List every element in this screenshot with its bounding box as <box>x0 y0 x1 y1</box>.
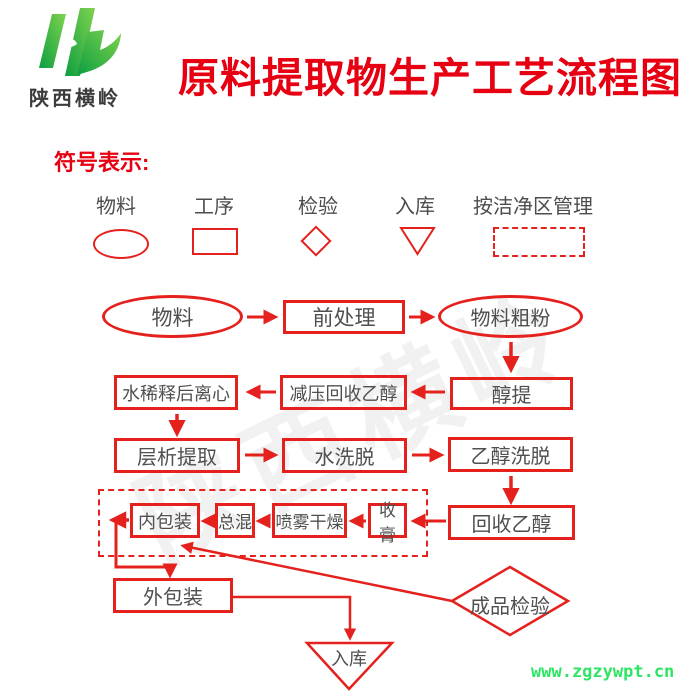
node-waibaozhuang: 外包装 <box>113 578 233 613</box>
clean-area-boundary <box>98 489 428 557</box>
node-jianya: 减压回收乙醇 <box>280 375 407 410</box>
edge-waibao-ruku <box>233 595 357 641</box>
node-cengxi: 层析提取 <box>114 438 240 473</box>
node-huishou: 回收乙醇 <box>448 505 575 540</box>
page-title: 原料提取物生产工艺流程图 <box>178 55 682 101</box>
node-chengpin-label: 成品检验 <box>470 596 550 618</box>
node-shuixituo: 水洗脱 <box>282 438 407 473</box>
legend-ellipse-icon <box>93 229 149 259</box>
legend-triangle-icon <box>399 227 436 256</box>
edge-exit-waibao <box>114 520 178 579</box>
node-wuliao: 物料 <box>102 295 243 338</box>
node-qianchuli: 前处理 <box>283 300 405 334</box>
node-penwu: 喷雾干燥 <box>272 503 347 538</box>
node-ruku-label: 入库 <box>331 649 367 669</box>
legend-label-clean-area: 按洁净区管理 <box>473 196 593 218</box>
legend-rect-icon <box>192 228 238 255</box>
legend-label-material: 物料 <box>96 196 136 218</box>
node-ruku-triangle <box>304 641 395 691</box>
node-chengpin-diamond <box>449 565 571 637</box>
node-wuliaocufen: 物料粗粉 <box>438 295 583 338</box>
company-logo-icon <box>25 6 125 86</box>
legend-dashed-rect-icon <box>493 227 585 257</box>
node-zonghun: 总混 <box>215 503 255 538</box>
legend-label-process: 工序 <box>194 196 234 218</box>
company-name: 陕西横岭 <box>29 88 121 110</box>
node-shougao: 收膏 <box>368 501 407 545</box>
edge-chengpin-neibao <box>180 541 453 603</box>
legend-label-inspection: 检验 <box>298 196 338 218</box>
node-shuixishi: 水稀释后离心 <box>114 375 238 410</box>
node-chunti: 醇提 <box>450 377 573 410</box>
node-neibaozhuang: 内包装 <box>130 503 200 538</box>
site-watermark: www.zgzywpt.cn <box>531 662 675 682</box>
legend-heading: 符号表示: <box>54 150 150 175</box>
node-yichunxituo: 乙醇洗脱 <box>448 437 573 472</box>
legend-label-storage: 入库 <box>395 196 435 218</box>
